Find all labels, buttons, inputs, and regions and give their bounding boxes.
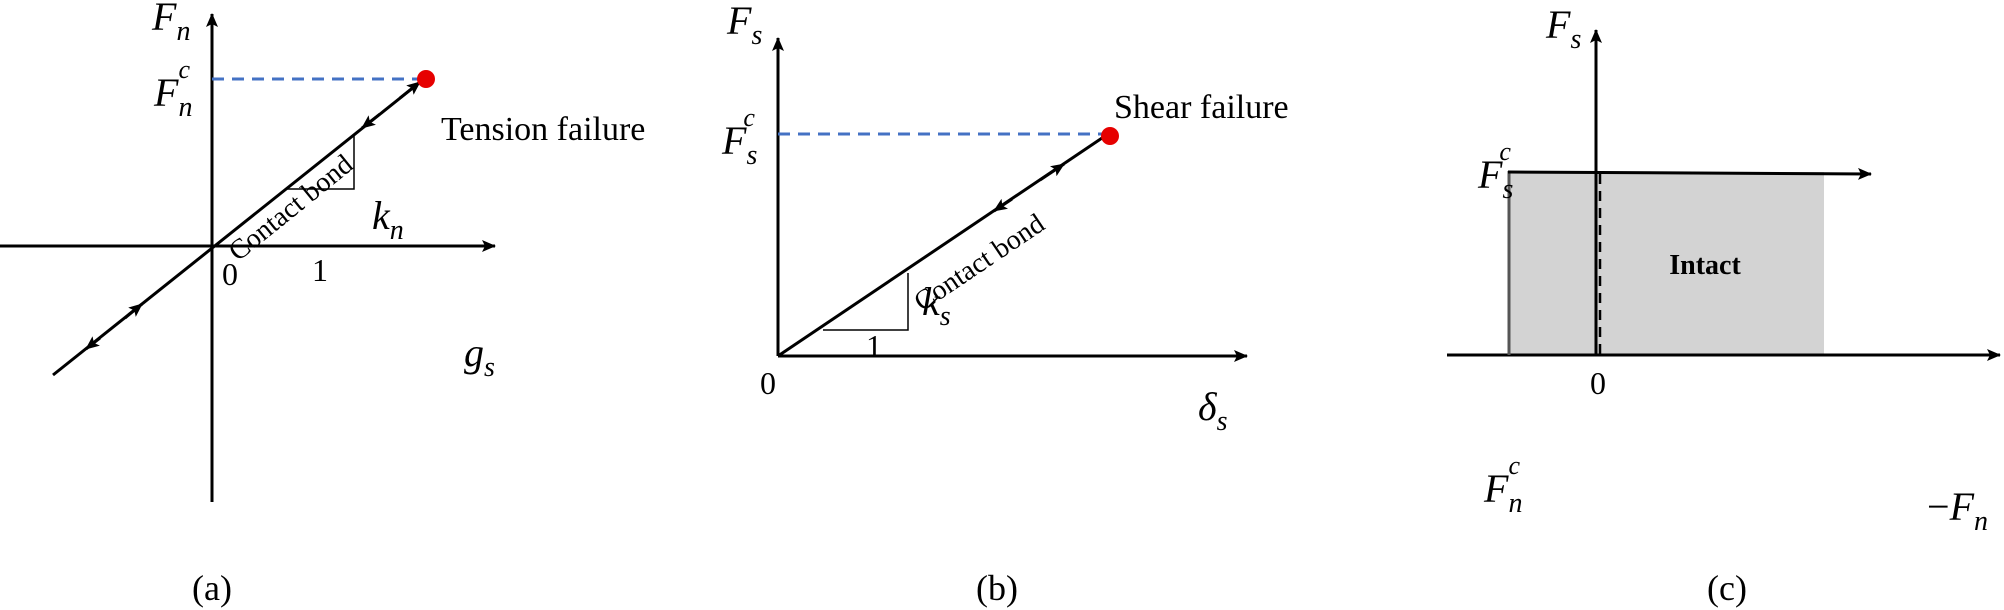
b-x-axis-label: δs <box>1198 384 1228 437</box>
panel-a: Fn Fnc Tension failure Contact bond kn 1… <box>0 0 645 608</box>
panel-c: Fs Fsc Intact Fnc 0 −Fn (c) <box>1447 2 2001 608</box>
c-shear-limit-label: Fsc <box>1477 137 1513 205</box>
b-stiffness-label: ks <box>922 279 951 332</box>
b-origin-label: 0 <box>760 365 776 401</box>
c-tension-limit-label: Fnc <box>1483 451 1522 519</box>
a-arrow-lower-down <box>85 336 101 351</box>
b-critical-label: Fsc <box>721 103 757 171</box>
c-shear-limit-line <box>1507 167 1872 180</box>
a-y-axis-label: Fn <box>151 0 190 47</box>
c-caption: (c) <box>1707 568 1747 608</box>
b-caption: (b) <box>976 568 1018 608</box>
a-curve-label: Contact bond <box>223 149 359 268</box>
a-slope-run-label: 1 <box>312 252 328 288</box>
a-slope-triangle <box>287 136 355 190</box>
a-arrow-lower-up <box>124 302 143 320</box>
a-caption: (a) <box>192 568 232 608</box>
a-critical-label: Fnc <box>153 55 192 123</box>
c-region-label: Intact <box>1669 250 1741 281</box>
a-origin-label: 0 <box>222 256 238 292</box>
b-slope-triangle <box>823 273 909 331</box>
b-arrow-up <box>1039 162 1065 182</box>
c-intact-region <box>1508 172 1824 355</box>
c-y-axis-label: Fs <box>1545 2 1581 55</box>
b-slope-run-label: 1 <box>866 328 882 364</box>
a-x-axis-label: gs <box>464 330 495 383</box>
b-failure-point <box>1101 127 1119 145</box>
b-y-axis-label: Fs <box>726 0 762 51</box>
a-arrow-upper-up <box>399 80 421 100</box>
b-failure-label: Shear failure <box>1114 89 1289 126</box>
a-failure-point <box>417 70 435 88</box>
a-failure-label: Tension failure <box>441 111 645 148</box>
a-arrow-upper-down <box>361 112 381 130</box>
c-origin-label: 0 <box>1590 365 1606 401</box>
a-stiffness-label: kn <box>372 193 404 246</box>
c-x-axis-label: −Fn <box>1927 484 1988 537</box>
panel-b: Fs Fsc Shear failure Contact bond ks 1 0… <box>721 0 1289 608</box>
b-arrow-down <box>993 197 1013 213</box>
